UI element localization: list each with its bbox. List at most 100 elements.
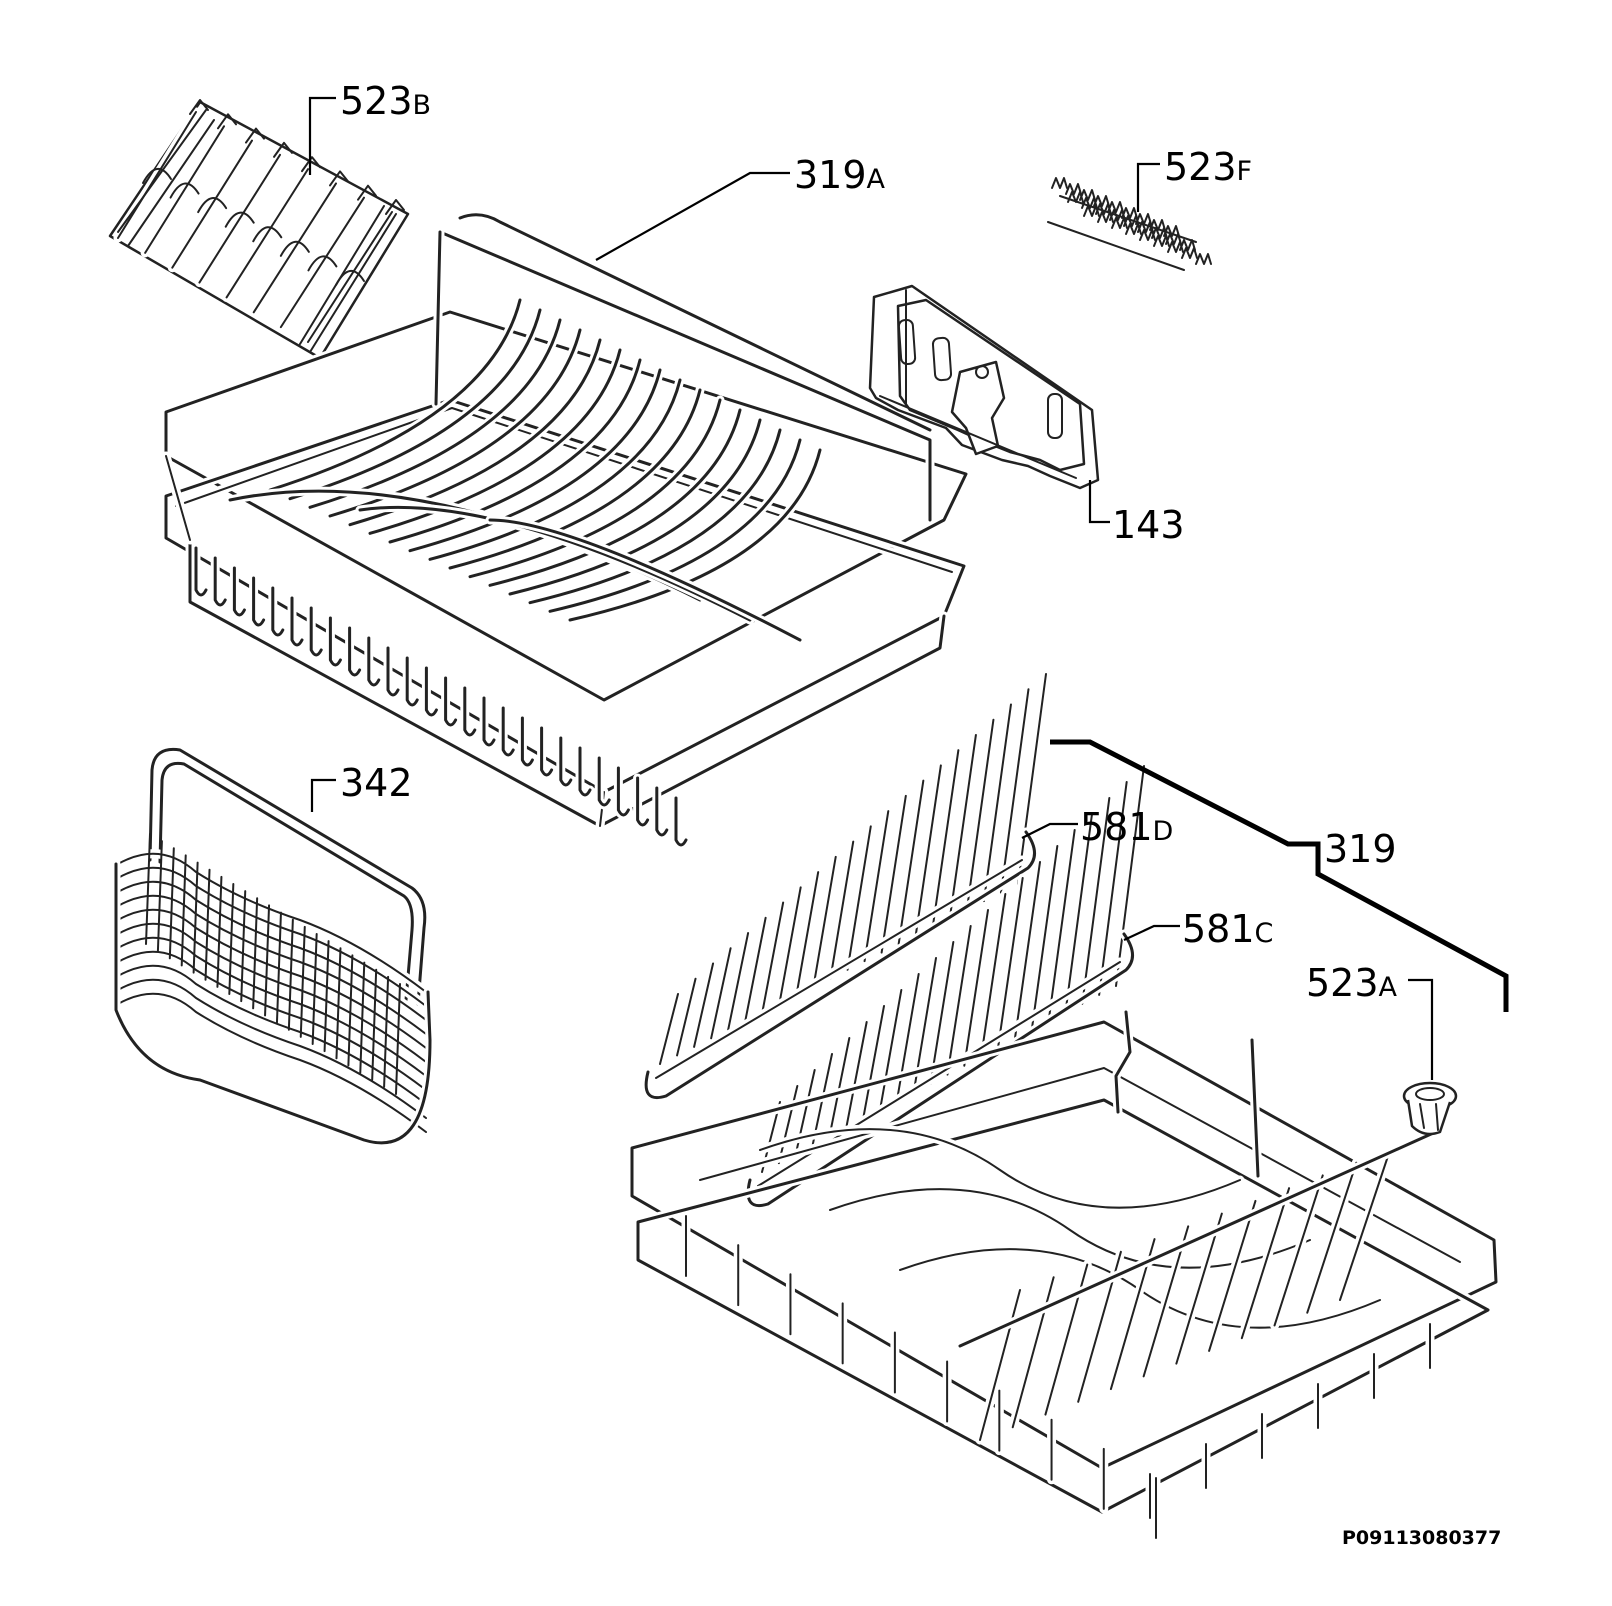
cup-rack-tooth: [217, 113, 237, 130]
upper-basket-front-tine: [578, 746, 592, 797]
cutlery-basket-rib: [117, 922, 427, 1063]
cutlery-basket-rib: [117, 866, 427, 1007]
tine: [862, 1005, 885, 1120]
upper-basket-plate-tine: [548, 438, 802, 613]
part-523b-cup-rack: [108, 99, 410, 360]
cutlery-basket-slat: [383, 975, 390, 1088]
cup-rack-rib: [279, 196, 365, 329]
lower-basket-fold-tine: [979, 1289, 1021, 1441]
clip-tooth: [1097, 211, 1114, 223]
cup-rack-tooth: [189, 99, 209, 115]
clip-spine: [1047, 195, 1197, 271]
clip-tooth: [1095, 203, 1112, 215]
lower-basket-fold-tine: [1240, 1187, 1291, 1340]
part-342-cutlery-basket: [111, 747, 435, 1148]
upper-basket-plate-tine: [468, 398, 722, 579]
cutlery-basket-slat: [240, 890, 247, 1003]
tine: [659, 993, 679, 1065]
upper-basket-front-tine: [520, 716, 534, 767]
cup-rack-hook: [197, 197, 228, 214]
tine: [795, 871, 820, 997]
tine: [846, 825, 872, 971]
tine: [1098, 781, 1128, 996]
cutlery-basket-slat: [287, 918, 294, 1031]
lower-basket-fold-tine: [1339, 1149, 1391, 1301]
cutlery-basket-rib: [117, 936, 427, 1077]
cutlery-basket-slat: [347, 954, 354, 1067]
lower-basket-fold-tine: [1175, 1212, 1223, 1365]
lower-basket-wave-bar: [759, 1128, 1241, 1209]
upper-basket-front-tine: [501, 706, 515, 757]
tine: [1064, 813, 1093, 1014]
callout-342: 342: [340, 761, 413, 805]
upper-basket-plate-tine: [388, 358, 642, 544]
tine: [1081, 797, 1111, 1005]
upper-basket-back-frame: [438, 230, 932, 522]
tine: [879, 989, 903, 1111]
upper-basket-front-tine: [636, 776, 650, 827]
clip-tooth: [1163, 225, 1180, 237]
upper-basket-plate-tine: [528, 428, 782, 605]
cutlery-basket-slat: [180, 854, 187, 967]
upper-basket-plate-tine: [288, 308, 542, 501]
clip-tooth: [1081, 197, 1098, 209]
lower-basket-wave-bar: [829, 1188, 1311, 1269]
cutlery-basket-slat: [275, 911, 282, 1024]
clip-tooth: [1165, 233, 1182, 245]
tine: [948, 733, 977, 920]
upper-basket-plate-tine: [428, 378, 682, 561]
cup-rack-rib: [117, 111, 197, 239]
clip-tooth: [1079, 189, 1096, 201]
callout-581d: 581D: [1080, 805, 1173, 849]
part-143-rail-bracket: [868, 284, 1100, 490]
tine: [727, 932, 750, 1031]
cup-rack-tooth: [245, 127, 265, 144]
upper-basket-wave-bar: [488, 518, 802, 642]
upper-basket-plate-tine: [508, 418, 762, 596]
tine: [1030, 845, 1059, 1032]
tine: [1047, 829, 1076, 1023]
upper-basket-plate-tine: [488, 408, 742, 587]
tine: [946, 925, 972, 1076]
cutlery-basket-slat: [204, 868, 211, 981]
cutlery-basket-slat: [216, 875, 223, 988]
tine: [982, 703, 1012, 903]
tine: [1017, 673, 1047, 885]
clip-tooth: [1153, 235, 1170, 247]
upper-basket-front-tine: [232, 566, 246, 617]
upper-basket-front-tine: [655, 786, 669, 837]
cutlery-basket-slat: [145, 833, 151, 945]
cup-rack-rib: [252, 182, 337, 314]
part-523f-clips: [1047, 177, 1212, 271]
tine-row-base: [644, 830, 1036, 1099]
leader-523b: [308, 96, 336, 175]
cutlery-basket-slat: [371, 968, 378, 1081]
cup-rack-tooth: [357, 184, 377, 201]
upper-basket-plate-tine: [368, 348, 622, 535]
tine: [1013, 861, 1041, 1041]
cup-rack-rib: [144, 125, 225, 254]
upper-basket-plate-tine: [268, 298, 522, 492]
cutlery-basket-slat: [192, 861, 199, 974]
upper-basket-front-tine: [405, 656, 419, 707]
clip-tooth: [1051, 177, 1068, 189]
cutlery-basket-slat: [252, 897, 259, 1010]
leader-143: [1088, 480, 1110, 524]
callout-523a: 523A: [1306, 961, 1398, 1005]
tine: [929, 941, 955, 1085]
clip-tooth: [1065, 183, 1082, 195]
callout-143: 143: [1112, 503, 1185, 547]
cutlery-basket-slat: [228, 883, 235, 995]
upper-basket-front-tine: [463, 686, 477, 737]
clip-tooth: [1121, 207, 1138, 219]
upper-basket-front-tine: [559, 736, 573, 787]
upper-basket-handle-bar: [458, 213, 932, 432]
clip-tooth: [1111, 217, 1128, 229]
cutlery-basket-slat: [299, 925, 306, 1038]
cutlery-basket-rib: [117, 978, 427, 1119]
cup-rack-hook: [307, 255, 338, 272]
tine: [999, 688, 1030, 894]
part-581d-tine-row: [641, 669, 1051, 1102]
